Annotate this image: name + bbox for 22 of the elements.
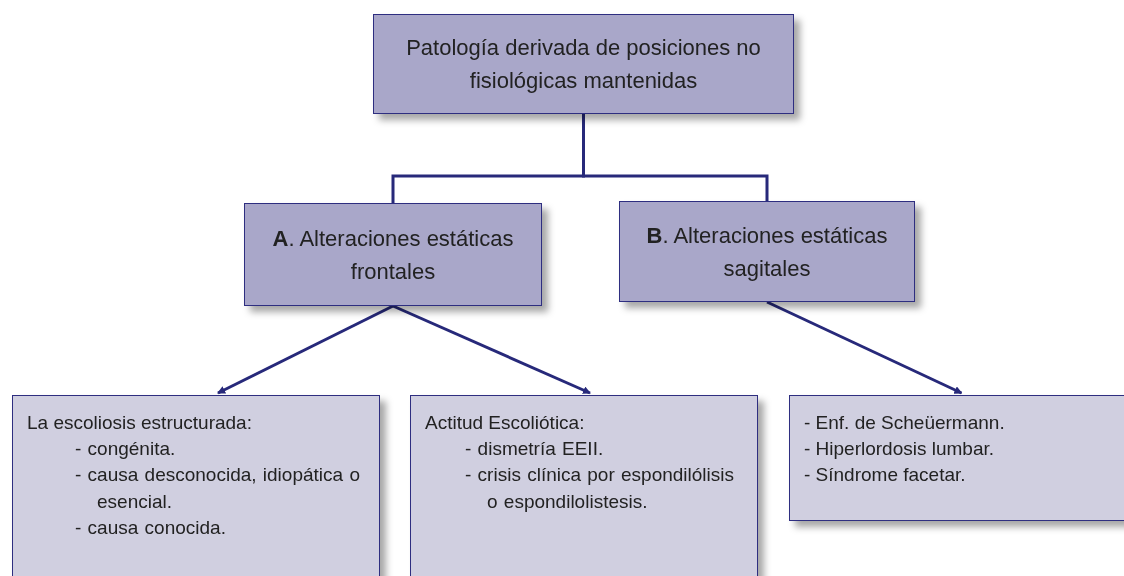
list-item: - crisis clínica por espondilólisis o espondilolistesis. [464,463,736,514]
connector-arrow [217,304,394,395]
box-text: A. Alteraciones estáticas frontales [271,224,515,286]
category-box [373,14,794,114]
connector-arrow [766,300,963,395]
list-item: - congénita. [74,437,177,462]
list-item: - causa desconocida, idiopática o esencial. [74,463,361,514]
list-item: - Hiperlordosis lumbar. [804,437,996,462]
list-heading: La escoliosis estructurada: [27,411,253,435]
list-item: - causa conocida. [74,515,227,540]
list-box [410,395,758,576]
list-item: - dismetría EEII. [464,437,605,462]
box-text: Patología derivada de posiciones no fisiológicas mantenidas [405,34,762,95]
box-text: B. Alteraciones estáticas sagitales [645,221,889,283]
category-box [619,201,915,302]
list-item: - Síndrome facetar. [804,463,967,488]
list-item: - Enf. de Scheüermann. [804,411,1006,435]
category-box [244,203,542,306]
list-box [12,395,380,576]
connector-arrow [392,304,591,395]
list-heading: Actitud Escoliótica: [425,411,586,435]
list-box [789,395,1124,521]
